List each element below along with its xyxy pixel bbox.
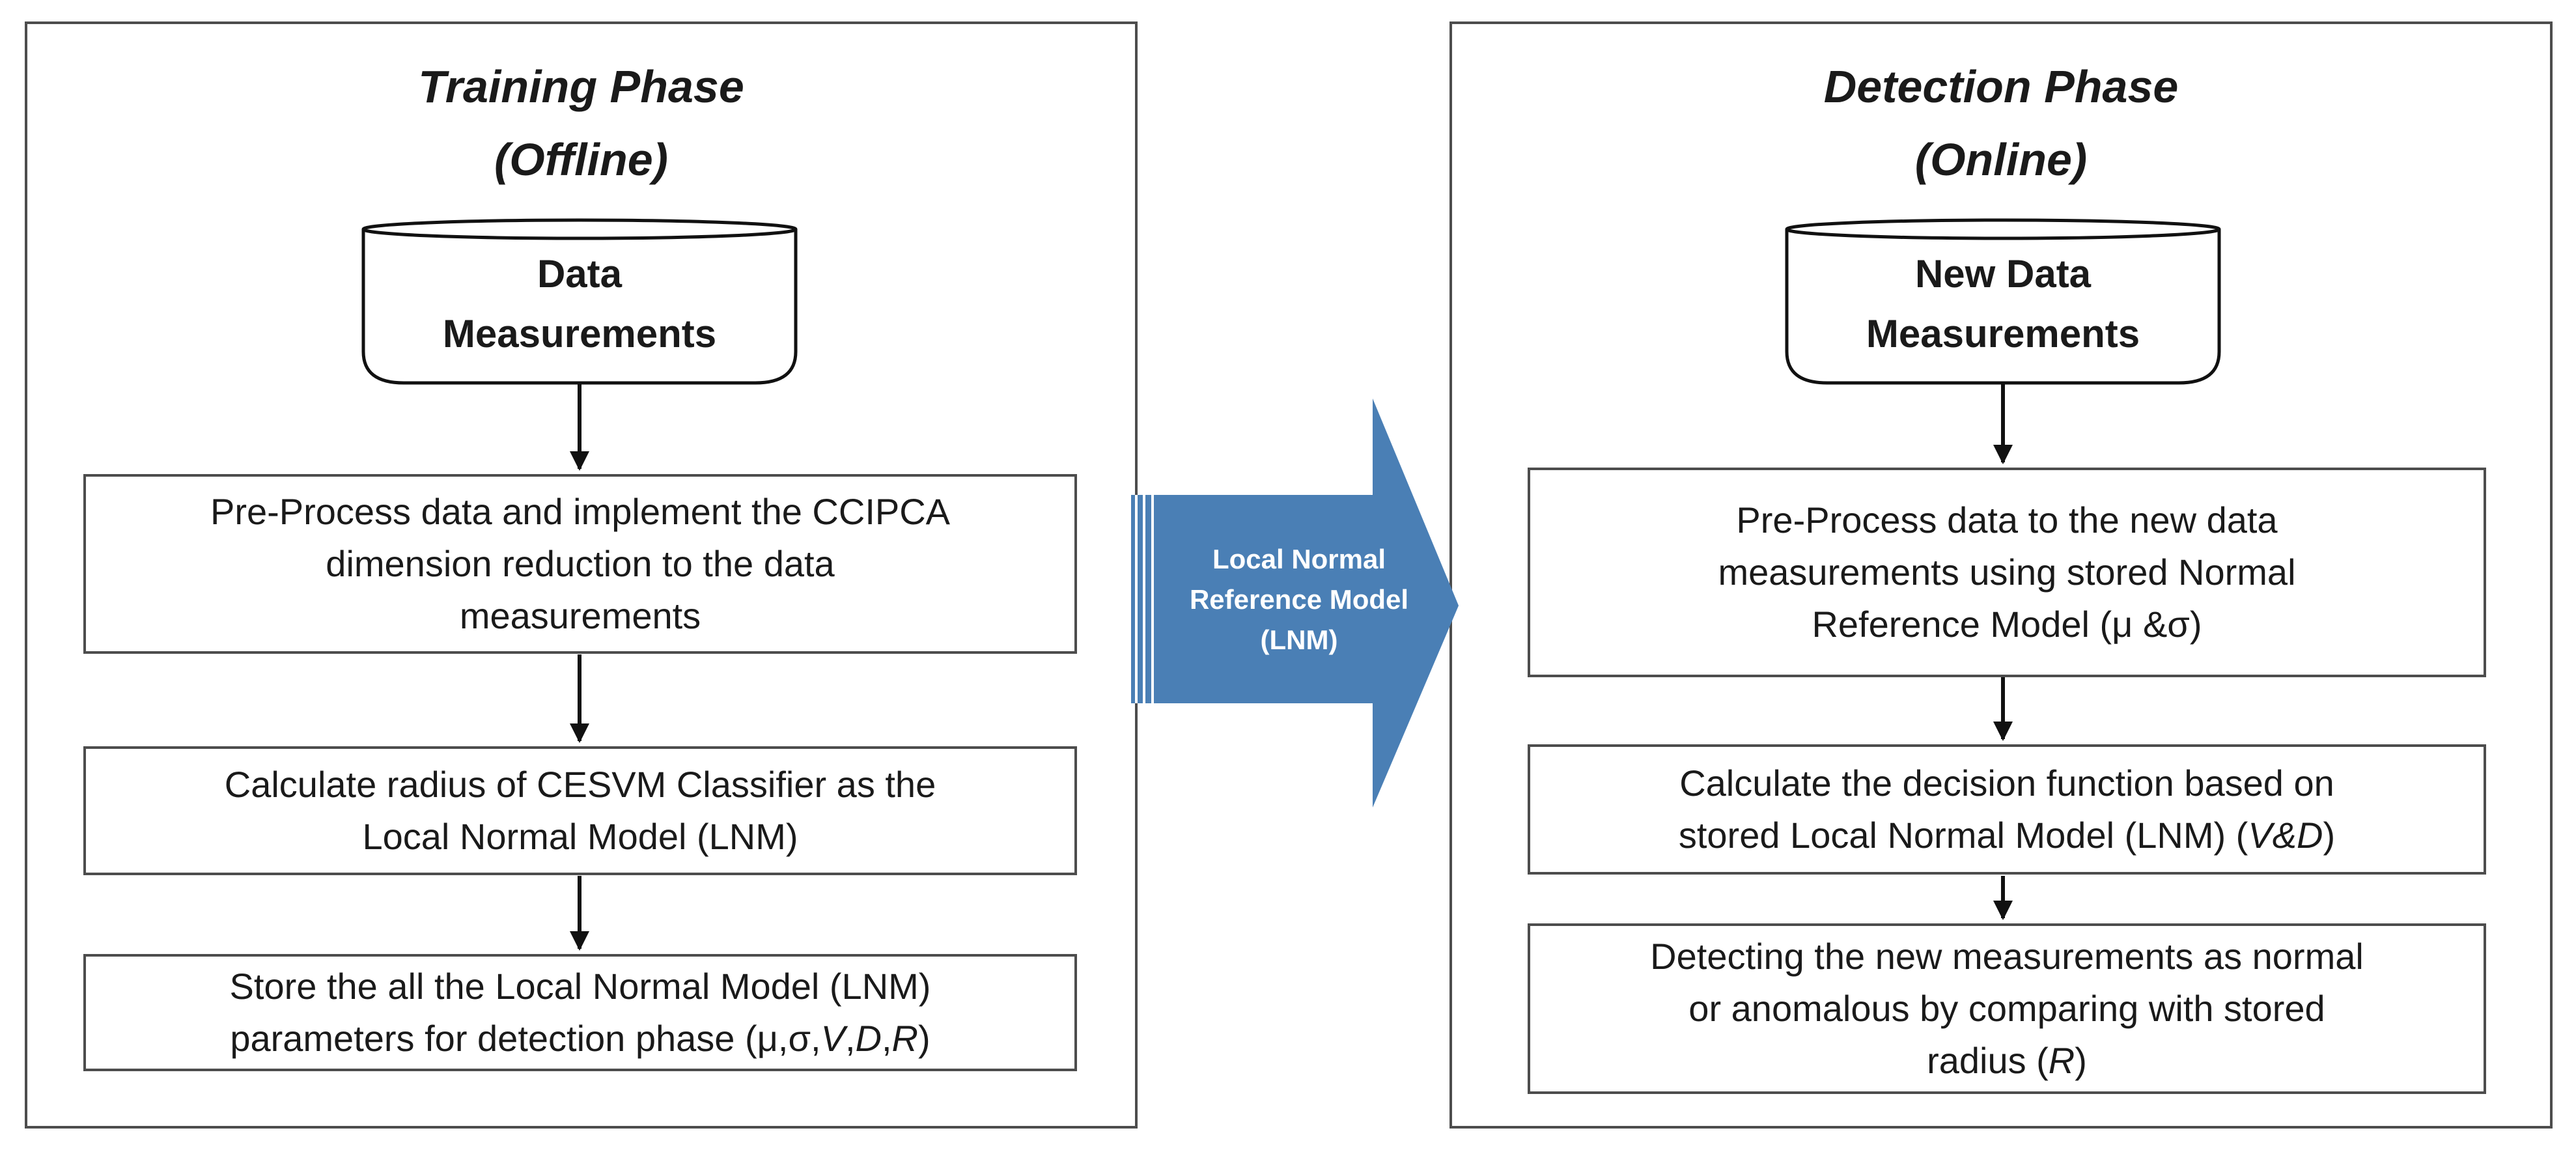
training-step3-close: ) xyxy=(917,1018,931,1059)
detection-step1-line3: Reference Model (μ &σ) xyxy=(1812,604,2202,645)
detection-db-line2: Measurements xyxy=(1866,312,2140,356)
detection-step3-line1: Detecting the new measurements as normal xyxy=(1650,936,2364,977)
transfer-label-line1: Local Normal xyxy=(1212,544,1386,574)
training-step1-line1: Pre-Process data and implement the CCIPC… xyxy=(210,491,951,532)
training-database-icon xyxy=(361,218,798,385)
detection-step3-var-r: R xyxy=(2048,1040,2075,1081)
detection-database-label: New Data Measurements xyxy=(1788,244,2218,364)
detection-step3-line3: radius (R) xyxy=(1650,1035,2364,1087)
training-step1-line2: dimension reduction to the data xyxy=(326,543,835,584)
transfer-label-line3: (LNM) xyxy=(1260,624,1338,655)
training-phase-title: Training Phase (Offline) xyxy=(27,50,1135,196)
detection-title-line1: Detection Phase xyxy=(1823,61,2179,112)
detection-step2-close: ) xyxy=(2323,815,2336,856)
detection-step-detect-anomalies: Detecting the new measurements as normal… xyxy=(1528,923,2486,1094)
detection-step2-line1: Calculate the decision function based on xyxy=(1679,763,2334,804)
training-step3-prefix: parameters for detection phase (μ,σ, xyxy=(230,1018,821,1059)
detection-database-icon xyxy=(1785,218,2221,385)
detection-step3-close: ) xyxy=(2075,1040,2087,1081)
detection-phase-title: Detection Phase (Online) xyxy=(1452,50,2550,196)
detection-db-line1: New Data xyxy=(1914,252,2092,296)
training-step2-line1: Calculate radius of CESVM Classifier as … xyxy=(224,764,936,805)
detection-step3-prefix: radius ( xyxy=(1927,1040,2049,1081)
detection-step2-line2: stored Local Normal Model (LNM) (V&D) xyxy=(1679,809,2335,862)
training-step2-line2: Local Normal Model (LNM) xyxy=(362,816,798,857)
training-step3-comma2: , xyxy=(881,1018,892,1059)
transfer-label-line2: Reference Model xyxy=(1189,584,1409,615)
detection-step2-var-vd: V&D xyxy=(2248,815,2323,856)
detection-step2-prefix: stored Local Normal Model (LNM) ( xyxy=(1678,815,2248,856)
training-step3-var-v: V xyxy=(820,1018,845,1059)
training-step3-line1: Store the all the Local Normal Model (LN… xyxy=(229,966,931,1007)
training-step3-line2: parameters for detection phase (μ,σ,V,D,… xyxy=(230,1013,931,1065)
detection-title-line2: (Online) xyxy=(1914,134,2088,185)
detection-step1-line1: Pre-Process data to the new data xyxy=(1736,499,2278,540)
training-step-store-parameters: Store the all the Local Normal Model (LN… xyxy=(83,954,1077,1071)
detection-step-decision-function: Calculate the decision function based on… xyxy=(1528,744,2486,875)
detection-step1-line2: measurements using stored Normal xyxy=(1718,552,2296,593)
detection-step3-line2: or anomalous by comparing with stored xyxy=(1688,988,2325,1029)
training-step3-var-d: D xyxy=(855,1018,882,1059)
training-step1-line3: measurements xyxy=(459,595,701,636)
training-step3-var-r: R xyxy=(891,1018,918,1059)
transfer-arrow-icon xyxy=(1131,399,1459,807)
transfer-arrow-label: Local Normal Reference Model (LNM) xyxy=(1156,539,1442,660)
detection-step-preprocess: Pre-Process data to the new data measure… xyxy=(1528,468,2486,677)
training-database-label: Data Measurements xyxy=(365,244,794,364)
training-title-line1: Training Phase xyxy=(418,61,744,112)
training-db-line2: Measurements xyxy=(442,312,717,356)
training-step-calculate-radius: Calculate radius of CESVM Classifier as … xyxy=(83,746,1077,875)
training-step-preprocess: Pre-Process data and implement the CCIPC… xyxy=(83,474,1077,654)
training-title-line2: (Offline) xyxy=(494,134,668,185)
training-db-line1: Data xyxy=(537,252,623,296)
training-step3-comma1: , xyxy=(845,1018,856,1059)
